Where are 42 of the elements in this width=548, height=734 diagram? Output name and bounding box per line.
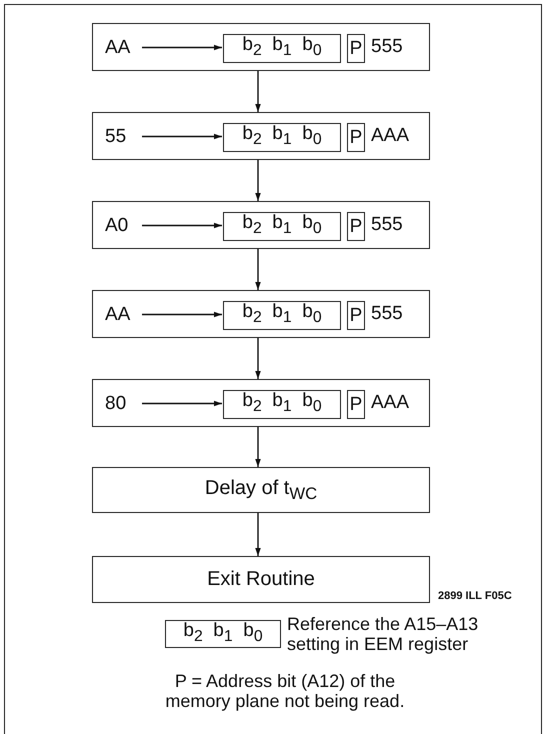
plane-bit-box: P <box>347 212 365 241</box>
data-value: 80 <box>105 390 139 418</box>
arrow <box>255 338 261 379</box>
plane-bit-box: P <box>347 34 365 63</box>
address-text: AAA <box>371 392 410 414</box>
step-box <box>92 112 430 160</box>
step-box <box>92 379 430 427</box>
bit-field-box: b$_{2}$ b$_{1}$ b$_{0}$ <box>223 123 341 152</box>
bit-field-box: b$_{2}$ b$_{1}$ b$_{0}$ <box>165 620 281 648</box>
arrow <box>142 400 222 406</box>
bit-field-box: b$_{2}$ b$_{1}$ b$_{0}$ <box>223 390 341 419</box>
plane-bit-box: P <box>347 123 365 152</box>
arrow <box>255 160 261 201</box>
arrow <box>142 44 222 50</box>
legend-note: Reference the A15–A13 setting in EEM register <box>287 615 480 655</box>
data-value: AA <box>105 34 139 62</box>
step-box <box>92 201 430 249</box>
data-value: 55 <box>105 123 139 151</box>
footnote: P = Address bit (A12) of the memory plane not being read. <box>164 672 406 712</box>
bit-field-box: b$_{2}$ b$_{1}$ b$_{0}$ <box>223 34 341 63</box>
address-text: 555 <box>371 36 403 58</box>
arrow <box>142 222 222 228</box>
process-box: Exit Routine <box>92 556 430 603</box>
plane-bit-box: P <box>347 301 365 330</box>
bit-field-box: b$_{2}$ b$_{1}$ b$_{0}$ <box>223 301 341 330</box>
address-text: 555 <box>371 214 403 236</box>
address-text: 555 <box>371 303 403 325</box>
arrow <box>142 312 222 318</box>
data-value: A0 <box>105 212 139 240</box>
step-box <box>92 23 430 71</box>
arrow <box>255 71 261 112</box>
arrow <box>255 513 261 556</box>
arrow <box>142 134 222 140</box>
arrow <box>255 249 261 290</box>
plane-bit-box: P <box>347 390 365 419</box>
arrow <box>255 427 261 467</box>
process-box: Delay of t$_{WC}$ <box>92 467 430 513</box>
step-box <box>92 290 430 338</box>
bit-field-box: b$_{2}$ b$_{1}$ b$_{0}$ <box>223 212 341 241</box>
figure-code: 2899 ILL F05C <box>438 590 512 602</box>
address-text: AAA <box>371 125 410 147</box>
data-value: AA <box>105 301 139 329</box>
